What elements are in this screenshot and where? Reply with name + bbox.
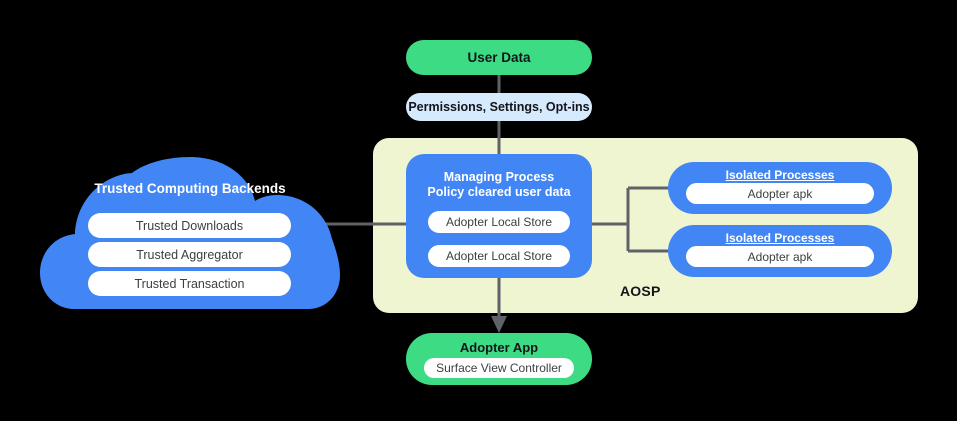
aosp-label: AOSP: [620, 283, 661, 299]
isolated-process-title-1: Isolated Processes: [725, 168, 835, 182]
adopter-apk-2[interactable]: Adopter apk: [686, 246, 874, 267]
surface-view-controller[interactable]: Surface View Controller: [424, 358, 574, 378]
adopter-local-store-1[interactable]: Adopter Local Store: [428, 211, 570, 233]
managing-process-title: Managing Process Policy cleared user dat…: [427, 170, 571, 199]
cloud-title: Trusted Computing Backends: [94, 181, 286, 196]
cloud-item-trusted-aggregator[interactable]: Trusted Aggregator: [88, 242, 291, 267]
adopter-local-store-2[interactable]: Adopter Local Store: [428, 245, 570, 267]
cloud-item-trusted-transaction[interactable]: Trusted Transaction: [88, 271, 291, 296]
isolated-process-title-2: Isolated Processes: [725, 231, 835, 245]
adopter-app-title: Adopter App: [459, 340, 539, 355]
permissions-settings-optins-chip[interactable]: Permissions, Settings, Opt-ins: [406, 93, 592, 121]
cloud-item-trusted-downloads[interactable]: Trusted Downloads: [88, 213, 291, 238]
adopter-apk-1[interactable]: Adopter apk: [686, 183, 874, 204]
user-data-node[interactable]: User Data: [406, 40, 592, 75]
